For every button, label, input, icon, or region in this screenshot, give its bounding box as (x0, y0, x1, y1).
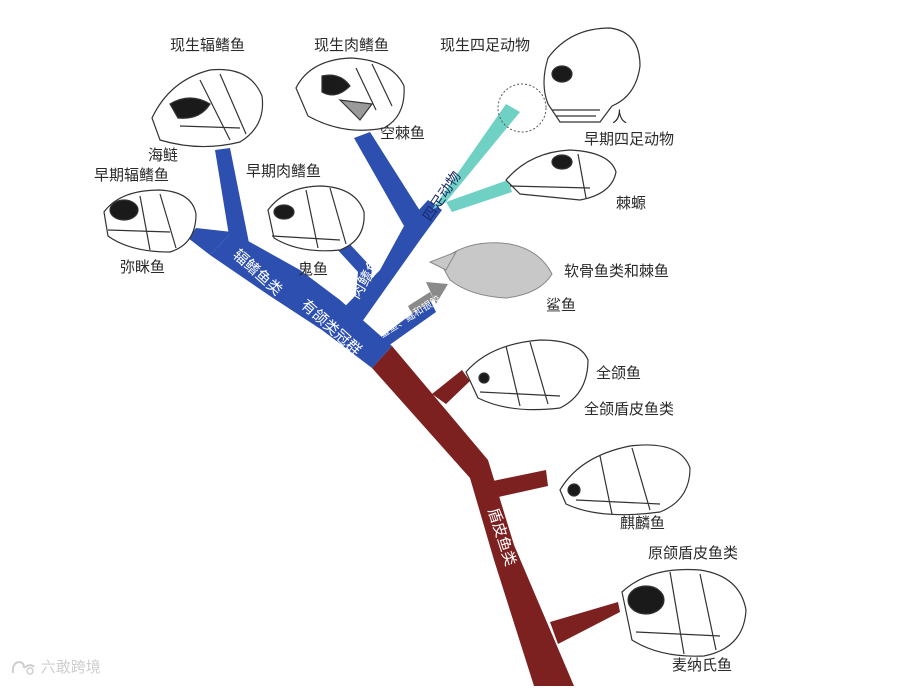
label-living-rayfinned: 现生辐鳍鱼 (170, 36, 246, 54)
label-mcnamara-fish: 麦纳氏鱼 (672, 656, 733, 674)
label-early-rayfinned: 早期辐鳍鱼 (94, 166, 170, 184)
lobefin-skull-drawing (295, 57, 405, 131)
mcnamara-skull-drawing (621, 568, 747, 657)
label-early-lobefinned: 早期肉鳍鱼 (246, 162, 322, 180)
label-mimia: 弥眯鱼 (120, 258, 166, 276)
label-shark: 鲨鱼 (546, 296, 577, 314)
watermark: 六敢跨境 (10, 656, 101, 677)
branch-label-tetrapods: 四足动物 (420, 169, 465, 224)
label-living-lobefinned: 现生肉鳍鱼 (314, 36, 390, 54)
label-human: 人 (612, 108, 628, 126)
branch-label-sharks: 鲨鱼、鳐和银鲛 (377, 292, 443, 340)
label-coelacanth: 空棘鱼 (380, 124, 426, 142)
label-guiyu: 鬼鱼 (298, 260, 329, 278)
entelognathus-skull-drawing (465, 339, 589, 411)
human-skull-drawing (497, 27, 641, 133)
label-entelognathus-placoderms: 全颌盾皮鱼类 (584, 400, 675, 418)
label-cartilaginous-acanthodians: 软骨鱼类和棘鱼 (564, 262, 670, 280)
label-entelognathus: 全颌鱼 (596, 364, 642, 382)
label-protognath-placoderms: 原颌盾皮鱼类 (648, 544, 739, 562)
mimia-skull-drawing (103, 189, 197, 253)
label-early-tetrapods: 早期四足动物 (584, 130, 675, 148)
logo-icon (11, 660, 35, 675)
label-acanthostega: 棘螈 (616, 194, 647, 212)
acanthostega-skull-drawing (505, 149, 617, 201)
shark-skull-drawing (428, 242, 553, 299)
gnathostome-tree (188, 132, 442, 368)
label-chimaera: 海鲢 (148, 146, 179, 164)
label-qilinyu: 麒麟鱼 (620, 514, 666, 532)
chimaera-skull-drawing (151, 68, 264, 148)
tetrapod-branch (432, 104, 520, 212)
qilinyu-skull-drawing (559, 444, 691, 516)
placoderm-trunk (372, 346, 620, 686)
watermark-text: 六敢跨境 (40, 658, 101, 676)
label-living-tetrapods: 现生四足动物 (440, 36, 531, 54)
chondrichthyan-arrow (408, 282, 448, 314)
guiyu-skull-drawing (267, 185, 365, 252)
